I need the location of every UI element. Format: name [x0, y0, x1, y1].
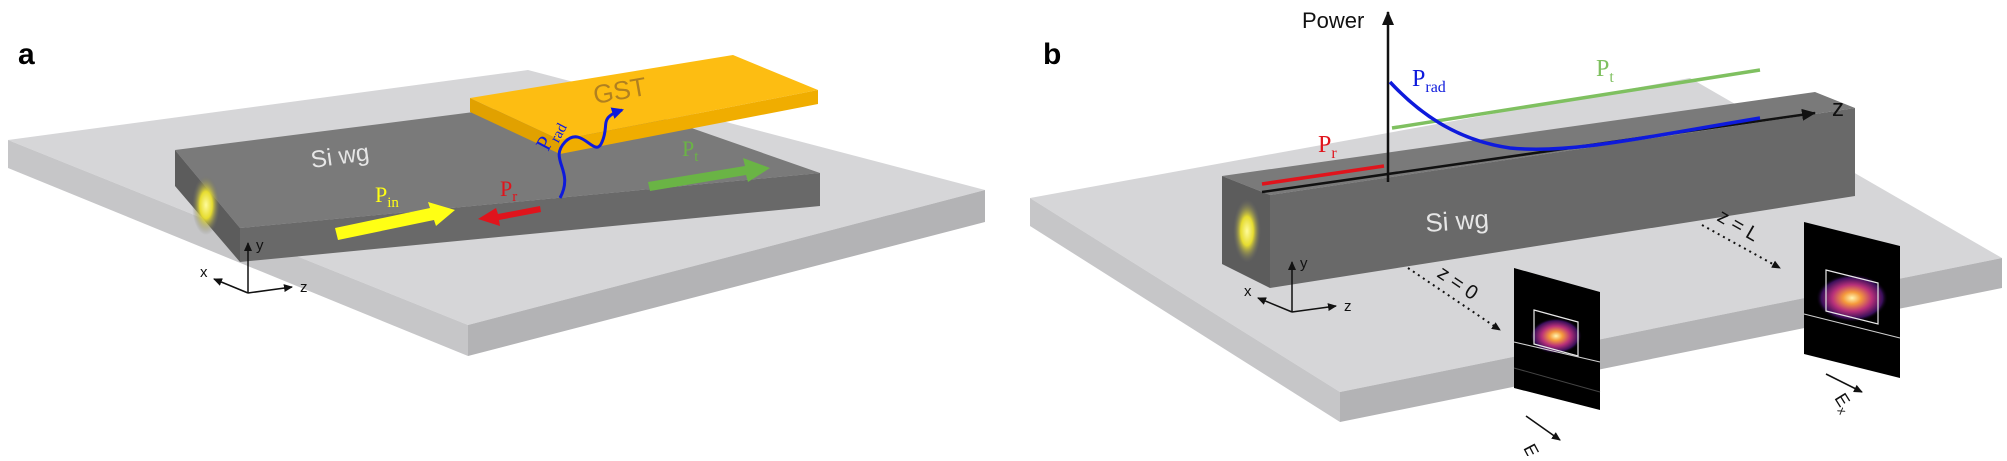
- axes-a: y z x: [200, 237, 308, 296]
- panel-b: b Si wg Power z Pr Pt Prad: [1030, 8, 2002, 461]
- p-t-arrow: [648, 158, 770, 191]
- waveguide-label-b: Si wg: [1424, 204, 1490, 238]
- axis-z-label-b: z: [1344, 298, 1352, 315]
- p-t-curve-label: Pt: [1596, 56, 1614, 86]
- p-r-curve-label: Pr: [1318, 132, 1337, 162]
- p-r-label: Pr: [500, 176, 517, 205]
- panel-a-label: a: [18, 38, 35, 71]
- ex-label-zl: Ex: [1828, 390, 1857, 417]
- field-map-z0: Ex: [1513, 268, 1601, 461]
- gst-layer: GST: [470, 55, 818, 154]
- axis-x-label-b: x: [1244, 283, 1252, 300]
- panel-a: a GST Si wg Pin Pr Prad: [8, 38, 985, 356]
- p-t-label: Pt: [682, 136, 699, 165]
- p-r-arrow: [478, 206, 541, 226]
- axis-y-label-a: y: [256, 237, 264, 254]
- p-rad-curve: [1388, 80, 1761, 152]
- mode-profile-b: [1233, 199, 1261, 263]
- p-r-curve: [1261, 164, 1385, 186]
- p-rad-curve-label: Prad: [1412, 66, 1446, 96]
- p-t-curve: [1391, 68, 1761, 130]
- panel-b-label: b: [1043, 38, 1061, 71]
- axis-x-label-a: x: [200, 264, 208, 281]
- axes-b: y z x: [1244, 255, 1352, 315]
- axis-z-label-a: z: [300, 279, 308, 296]
- z-axis-label: z: [1832, 95, 1844, 122]
- p-in-label: Pin: [375, 182, 399, 211]
- p-rad-arrow: [557, 107, 624, 199]
- z0-leader: [1407, 267, 1501, 331]
- ex-label-z0: Ex: [1517, 440, 1546, 456]
- field-map-zl: Ex: [1803, 222, 1901, 417]
- mode-profile-a: [192, 175, 220, 235]
- axis-y-label-b: y: [1300, 255, 1308, 272]
- si-waveguide-b: Si wg: [1222, 92, 1855, 288]
- power-axis-label: Power: [1302, 8, 1364, 33]
- z-axis: [1261, 108, 1816, 194]
- p-in-arrow: [335, 202, 455, 240]
